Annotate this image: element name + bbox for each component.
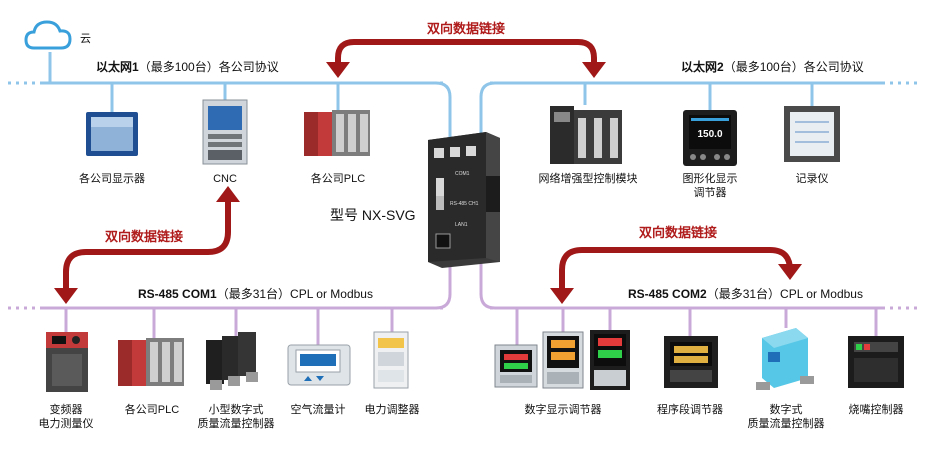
com2-title: RS-485 COM2（最多31台）CPL or Modbus (628, 287, 863, 301)
device-label-line: 数字显示调节器 (524, 404, 602, 416)
plc-icon (304, 110, 370, 156)
port-icon (466, 146, 476, 156)
ethernet2-title: 以太网2（最多100台）各公司协议 (681, 60, 864, 74)
top-link-arrow (335, 39, 597, 66)
device-label-power-regulator: 电力调整器 (365, 403, 420, 417)
inverter-icon (46, 332, 88, 392)
device-label-line: 电力调整器 (364, 404, 420, 416)
com1-name: RS-485 COM1 (138, 287, 217, 301)
com2-detail: （最多31台）CPL or Modbus (706, 287, 863, 301)
power-regulator-icon (373, 331, 409, 389)
digital-indicator-icon (542, 331, 584, 389)
recorder-icon (784, 106, 840, 162)
com2-name: RS-485 COM2 (628, 287, 707, 301)
ethernet1-title: 以太网1（最多100台）各公司协议 (96, 60, 279, 74)
monitor-icon (86, 112, 138, 156)
burner-controller-icon (848, 336, 904, 388)
port-icon (434, 148, 444, 158)
cnc-icon (202, 99, 248, 165)
left-link-label: 双向数据链接 (104, 229, 184, 244)
digital-indicator-icon (494, 344, 538, 388)
control-module-icon (550, 106, 622, 164)
model-label: 型号 NX-SVG (330, 207, 416, 223)
top-link-label: 双向数据链接 (426, 21, 506, 36)
device-label-line: 烧嘴控制器 (848, 404, 904, 416)
nx-svg-device: COM1 RS-485 CH1 LAN1 (428, 132, 500, 268)
device-label-cnc: CNC (213, 173, 237, 185)
left-link-arrow (63, 198, 231, 290)
device-label-line: 质量流量控制器 (197, 418, 275, 430)
com1-title: RS-485 COM1（最多31台）CPL or Modbus (138, 287, 373, 301)
graphic-controller-icon: 150.0 (683, 110, 737, 166)
device-label-graphic-controller: 图形化显示 调节器 (683, 172, 738, 200)
device-label-inverter: 变频器 电力测量仪 (39, 403, 94, 431)
device-label-line: 调节器 (693, 187, 727, 199)
right-link-label: 双向数据链接 (638, 225, 718, 240)
device-label-line: 质量流量控制器 (747, 418, 825, 430)
device-label-line: 各公司PLC (124, 404, 180, 416)
device-label-line: 电力测量仪 (38, 418, 94, 430)
ethernet2-name: 以太网2 (681, 60, 724, 74)
ethernet1-line (8, 81, 452, 140)
digital-mfc-icon (756, 328, 814, 390)
ethernet2-line (479, 81, 920, 140)
device-label-line: 数字式 (769, 404, 803, 416)
device-label-indicators: 数字显示调节器 (525, 403, 602, 417)
right-link-arrow (559, 247, 793, 290)
port-icon (450, 147, 460, 157)
device-label-recorder: 记录仪 (796, 172, 829, 186)
com1-detail: （最多31台）CPL or Modbus (216, 287, 373, 301)
panel-text-lan: LAN1 (455, 222, 468, 228)
program-controller-icon (664, 336, 718, 388)
lan-port-icon (435, 233, 451, 249)
device-label-line: 变频器 (49, 404, 83, 416)
com1-line (8, 260, 452, 310)
device-label-plc2: 各公司PLC (125, 403, 179, 417)
device-label-plc: 各公司PLC (310, 173, 366, 185)
digital-indicator-icon (590, 330, 630, 390)
device-label-control-module: 网络增强型控制模块 (539, 172, 638, 186)
device-label-monitor: 各公司显示器 (79, 173, 145, 185)
device-label-burner: 烧嘴控制器 (849, 403, 904, 417)
ethernet2-detail: （最多100台）各公司协议 (723, 60, 864, 74)
panel-text-com1: COM1 (455, 171, 470, 177)
ethernet1-detail: （最多100台）各公司协议 (138, 60, 279, 74)
cloud-label: 云 (80, 33, 91, 45)
device-label-air-flow: 空气流量计 (291, 403, 346, 417)
device-label-line: 程序段调节器 (657, 404, 723, 416)
air-flow-meter-icon (287, 344, 351, 386)
ethernet1-name: 以太网1 (96, 60, 139, 74)
device-label-line: 空气流量计 (290, 404, 346, 416)
device-label-digital-mfc: 数字式 质量流量控制器 (748, 403, 825, 431)
device-label-line: 图形化显示 (682, 173, 738, 185)
panel-text-ch: RS-485 CH1 (450, 201, 479, 207)
device-label-mfc: 小型数字式 质量流量控制器 (198, 403, 275, 431)
device-label-line: 网络增强型控制模块 (538, 173, 638, 185)
device-label-line: 小型数字式 (208, 404, 264, 416)
cloud-icon (24, 20, 72, 50)
device-label-line: 记录仪 (795, 173, 829, 185)
mass-flow-controller-icon (206, 332, 258, 390)
device-label-program-controller: 程序段调节器 (657, 403, 723, 417)
display-reading: 150.0 (697, 129, 722, 140)
plc2-icon (118, 338, 184, 386)
